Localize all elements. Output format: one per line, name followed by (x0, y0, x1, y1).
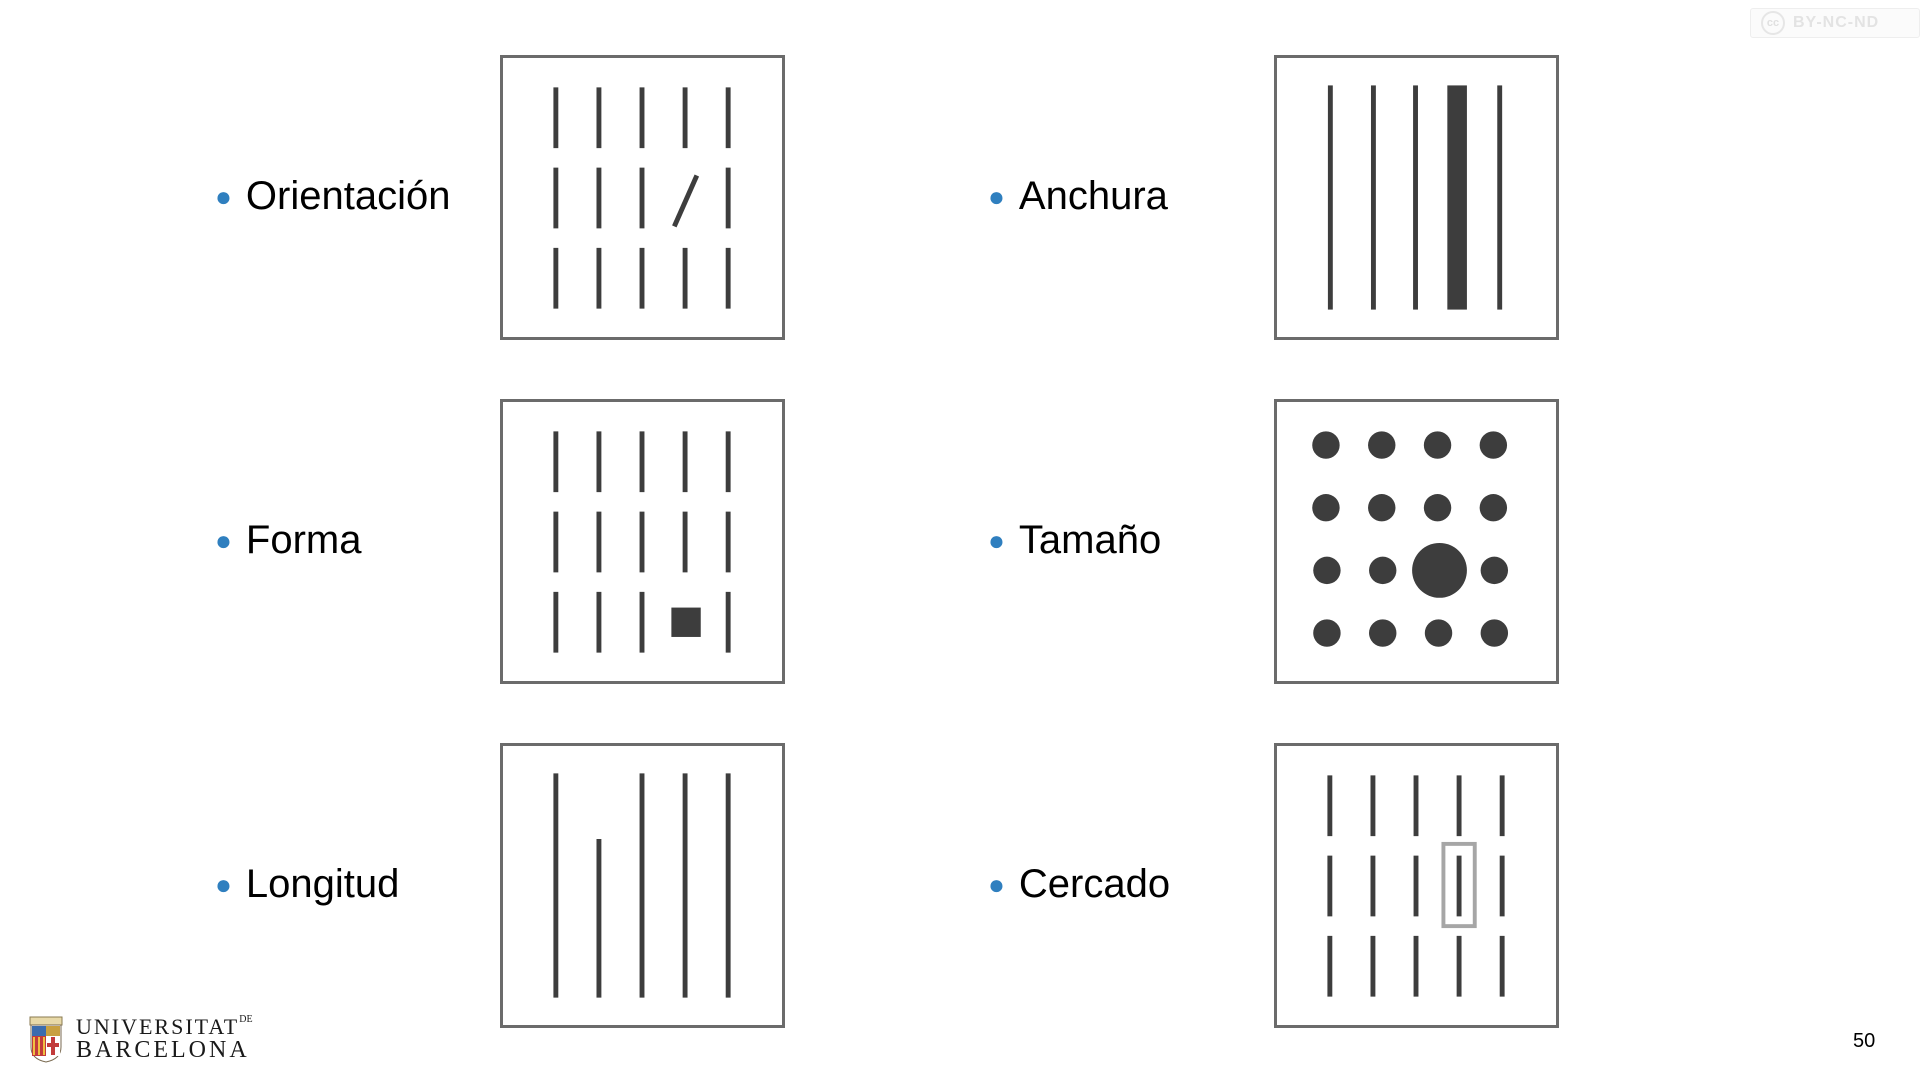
bullet-icon: ● (988, 524, 1005, 556)
panel-shape (500, 399, 785, 684)
dot-mark (1423, 431, 1452, 459)
tilted-bar-mark (672, 174, 700, 228)
dot-mark (1479, 431, 1508, 459)
orientation-figure (553, 87, 731, 309)
bullet-icon: ● (215, 180, 232, 212)
enclosure-figure (1327, 775, 1505, 997)
dot-mark (1312, 494, 1340, 522)
bar-mark (1327, 85, 1333, 310)
bullet-icon: ● (988, 180, 1005, 212)
size-figure (1312, 431, 1509, 647)
dot-mark (1423, 494, 1452, 522)
dot-mark (1368, 431, 1396, 459)
shape-figure (553, 431, 731, 653)
license-badge: cc BY-NC-ND (1750, 8, 1920, 38)
item-length: ● Longitud (215, 862, 399, 907)
length-figure (553, 773, 731, 998)
item-enclosure: ● Cercado (988, 862, 1170, 907)
item-label: Anchura (1018, 174, 1168, 218)
item-label: Cercado (1018, 862, 1171, 906)
enclosure-frame-mark (1441, 841, 1477, 929)
dot-mark (1313, 619, 1341, 647)
university-logo: UNIVERSITATDE BARCELONA (28, 1014, 253, 1064)
logo-line1: UNIVERSITAT (76, 1014, 240, 1039)
item-size: ● Tamaño (988, 518, 1161, 563)
large-dot-mark (1412, 542, 1467, 598)
item-label: Tamaño (1018, 518, 1162, 562)
panel-length (500, 743, 785, 1028)
cc-icon: cc (1761, 11, 1785, 35)
item-orientation: ● Orientación (215, 174, 450, 219)
dot-mark (1369, 619, 1397, 647)
bullet-icon: ● (215, 524, 232, 556)
square-mark (671, 607, 701, 637)
bar-mark (1497, 85, 1503, 310)
bullet-icon: ● (988, 868, 1005, 900)
dot-mark (1424, 619, 1453, 647)
panel-orientation (500, 55, 785, 340)
bar-mark (1413, 85, 1418, 310)
dot-mark (1368, 494, 1396, 522)
item-label: Orientación (245, 174, 451, 218)
license-text: BY-NC-ND (1793, 14, 1880, 31)
logo-line2: BARCELONA (76, 1037, 250, 1064)
page-number: 50 (1853, 1030, 1876, 1052)
logo-line1-small: DE (239, 1014, 253, 1025)
item-label: Longitud (245, 862, 400, 906)
dot-mark (1313, 556, 1341, 585)
dot-mark (1480, 556, 1509, 585)
dot-mark (1479, 494, 1508, 522)
width-figure (1327, 85, 1503, 310)
panel-width (1274, 55, 1559, 340)
bar-mark (1370, 85, 1376, 310)
dot-mark (1312, 431, 1340, 459)
dot-mark (1480, 619, 1509, 647)
item-label: Forma (245, 518, 362, 562)
dot-mark (1369, 556, 1397, 585)
item-width: ● Anchura (988, 174, 1168, 219)
panel-enclosure (1274, 743, 1559, 1028)
university-crest-icon (29, 1016, 63, 1063)
wide-bar-mark (1447, 85, 1467, 310)
item-shape: ● Forma (215, 518, 362, 563)
panel-size (1274, 399, 1559, 684)
bullet-icon: ● (215, 868, 232, 900)
